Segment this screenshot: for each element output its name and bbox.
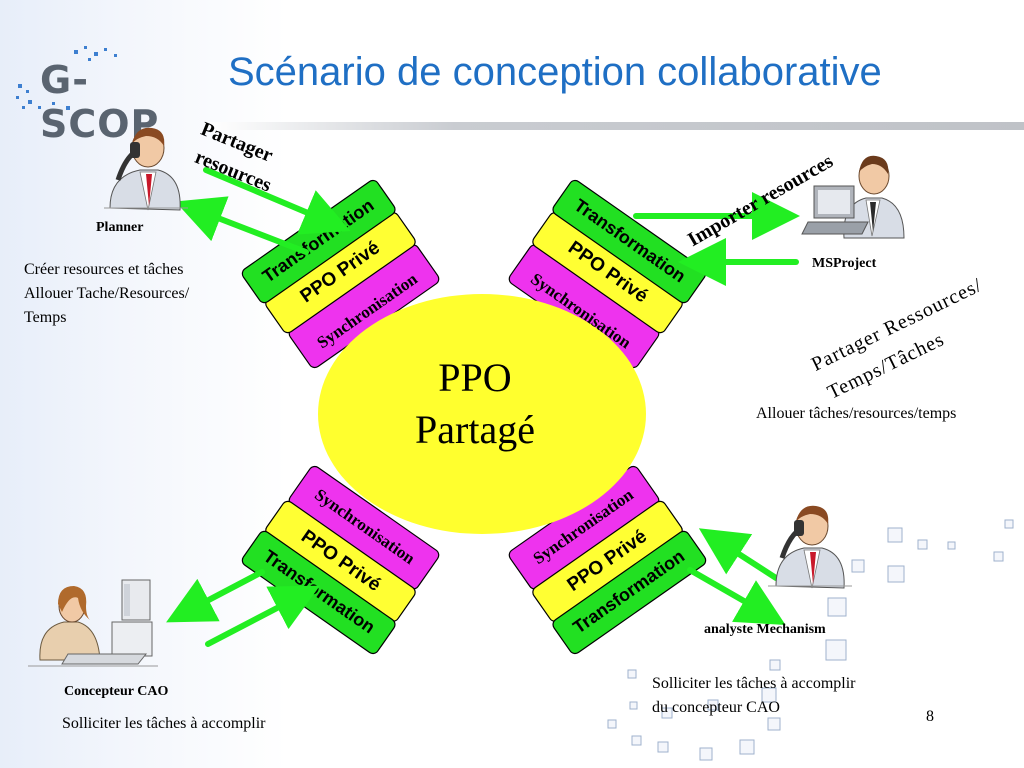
band-transformation: [552, 530, 707, 655]
decorative-squares: [607, 519, 1014, 761]
analyste-task: Solliciter les tâches à accomplir du con…: [652, 672, 855, 720]
arrow-ppo-to-analyste: [687, 567, 786, 625]
arm-top-right: [508, 179, 707, 369]
arrow-ppo-to-concepteur: [166, 569, 265, 623]
arrow-ppo-to-planner: [175, 196, 309, 255]
analyste-label: analyste Mechanism: [704, 622, 826, 637]
planner-task-3: Temps: [24, 309, 67, 326]
analyste-task-line1: Solliciter les tâches à accomplir: [652, 675, 856, 692]
concepteur-figure-icon: [28, 579, 158, 667]
analyste-figure-icon: [768, 505, 852, 589]
planner-task-2: Allouer Tache/Resources/: [24, 285, 190, 302]
arrow-analyste-to-ppo: [698, 528, 779, 581]
concepteur-task: Solliciter les tâches à accomplir: [62, 715, 266, 732]
allouer-text: Allouer tâches/resources/temps: [756, 405, 957, 422]
msproject-label: MSProject: [812, 256, 877, 271]
logo-dots-icon: [16, 46, 117, 110]
arm-bottom-right: [508, 465, 707, 655]
arm-top-left: [241, 179, 440, 369]
planner-figure-icon: [104, 127, 188, 211]
shared-ppo-line1: PPO: [438, 355, 512, 400]
page-title: Scénario de conception collaborative: [228, 50, 882, 94]
planner-tasks: Créer resources et tâches Allouer Tache/…: [24, 258, 189, 330]
shared-ppo-line2: Partagé: [415, 407, 535, 452]
slide-number: 8: [926, 708, 934, 725]
shared-ppo-label: PPO Partagé: [370, 352, 580, 456]
msproject-figure-icon: [801, 155, 905, 239]
concepteur-label: Concepteur CAO: [64, 684, 169, 699]
band-transformation: [552, 179, 707, 304]
planner-label: Planner: [96, 220, 144, 235]
title-divider: [210, 122, 1024, 130]
arrow-concepteur-to-ppo: [205, 585, 320, 647]
shared-ppo-ellipse: [318, 294, 646, 534]
planner-task-1: Créer resources et tâches: [24, 261, 184, 278]
analyste-task-line2: du concepteur CAO: [652, 699, 780, 716]
arrow-planner-to-ppo: [203, 167, 351, 235]
